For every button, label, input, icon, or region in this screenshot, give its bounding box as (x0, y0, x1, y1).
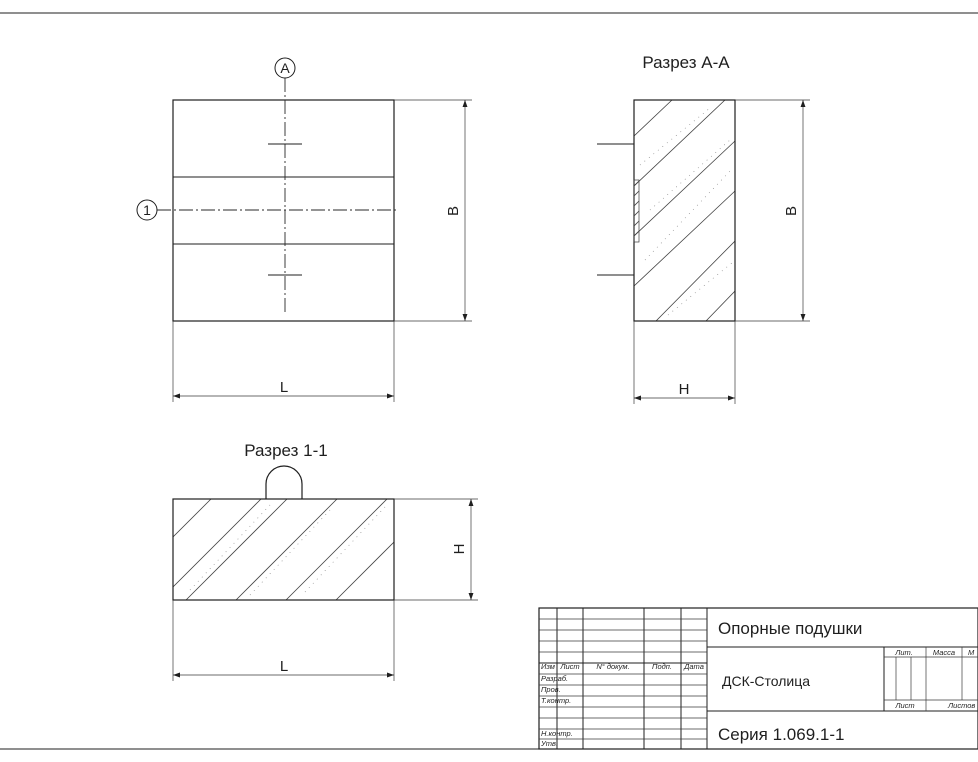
tb-row-prov: Пров. (541, 685, 561, 694)
axis-1-bubble (136, 199, 158, 221)
tb-row-nkontr: Н.контр. (541, 729, 573, 738)
plan-outline (172, 99, 395, 322)
tb-mass-label: Масса (933, 648, 955, 657)
section-aa-title: Разрез А-А (642, 53, 730, 72)
section-11-outline (172, 498, 395, 601)
section-11-title: Разрез 1-1 (244, 441, 327, 460)
section-aa-dimension-h-label: H (679, 381, 690, 398)
tb-organization: ДСК-Столица (722, 673, 810, 689)
tb-row-utv: Утв. (540, 739, 558, 748)
plan-view: А 1 L B (136, 57, 472, 402)
tb-header-date: Дата (683, 662, 704, 671)
plan-dimension-b-label: B (445, 206, 462, 216)
lifting-loop (265, 465, 303, 499)
axis-1-label: 1 (143, 202, 151, 218)
section-11-hatching (173, 499, 394, 600)
tb-sheet-label: Лист (894, 701, 914, 710)
axis-a-bubble (274, 57, 296, 79)
section-aa-outline (633, 99, 736, 322)
sheet-frame (0, 12, 978, 750)
tb-series: Серия 1.069.1-1 (718, 725, 844, 744)
tb-lit-label: Лит. (894, 648, 913, 657)
section-11-dimension-h-label: H (451, 544, 468, 555)
title-block: Изм Лист N° докум. Подп. Дата Разраб. Пр… (538, 607, 978, 750)
tb-header-sign: Подп. (652, 662, 672, 671)
tb-header-list: Лист (559, 662, 579, 671)
tb-product-name: Опорные подушки (718, 619, 862, 638)
tb-row-tkontr: Т.контр. (541, 696, 571, 705)
tb-header-doc: N° докум. (596, 662, 629, 671)
axis-a-label: А (280, 60, 290, 76)
tb-row-razrab: Разраб. (541, 674, 568, 683)
section-aa-view: Разрез А-А H B (597, 53, 810, 404)
tb-scale-label: М (968, 648, 975, 657)
tb-sheets-label: Листов (947, 701, 975, 710)
section-aa-groove (633, 179, 640, 243)
tb-header-izm: Изм (541, 662, 555, 671)
section-aa-hatching (634, 100, 735, 321)
section-11-dimension-l-label: L (280, 658, 288, 675)
section-11-view: Разрез 1-1 L H (172, 441, 478, 681)
plan-dimension-l-label: L (280, 379, 288, 396)
section-aa-dimension-b-label: B (783, 206, 800, 216)
